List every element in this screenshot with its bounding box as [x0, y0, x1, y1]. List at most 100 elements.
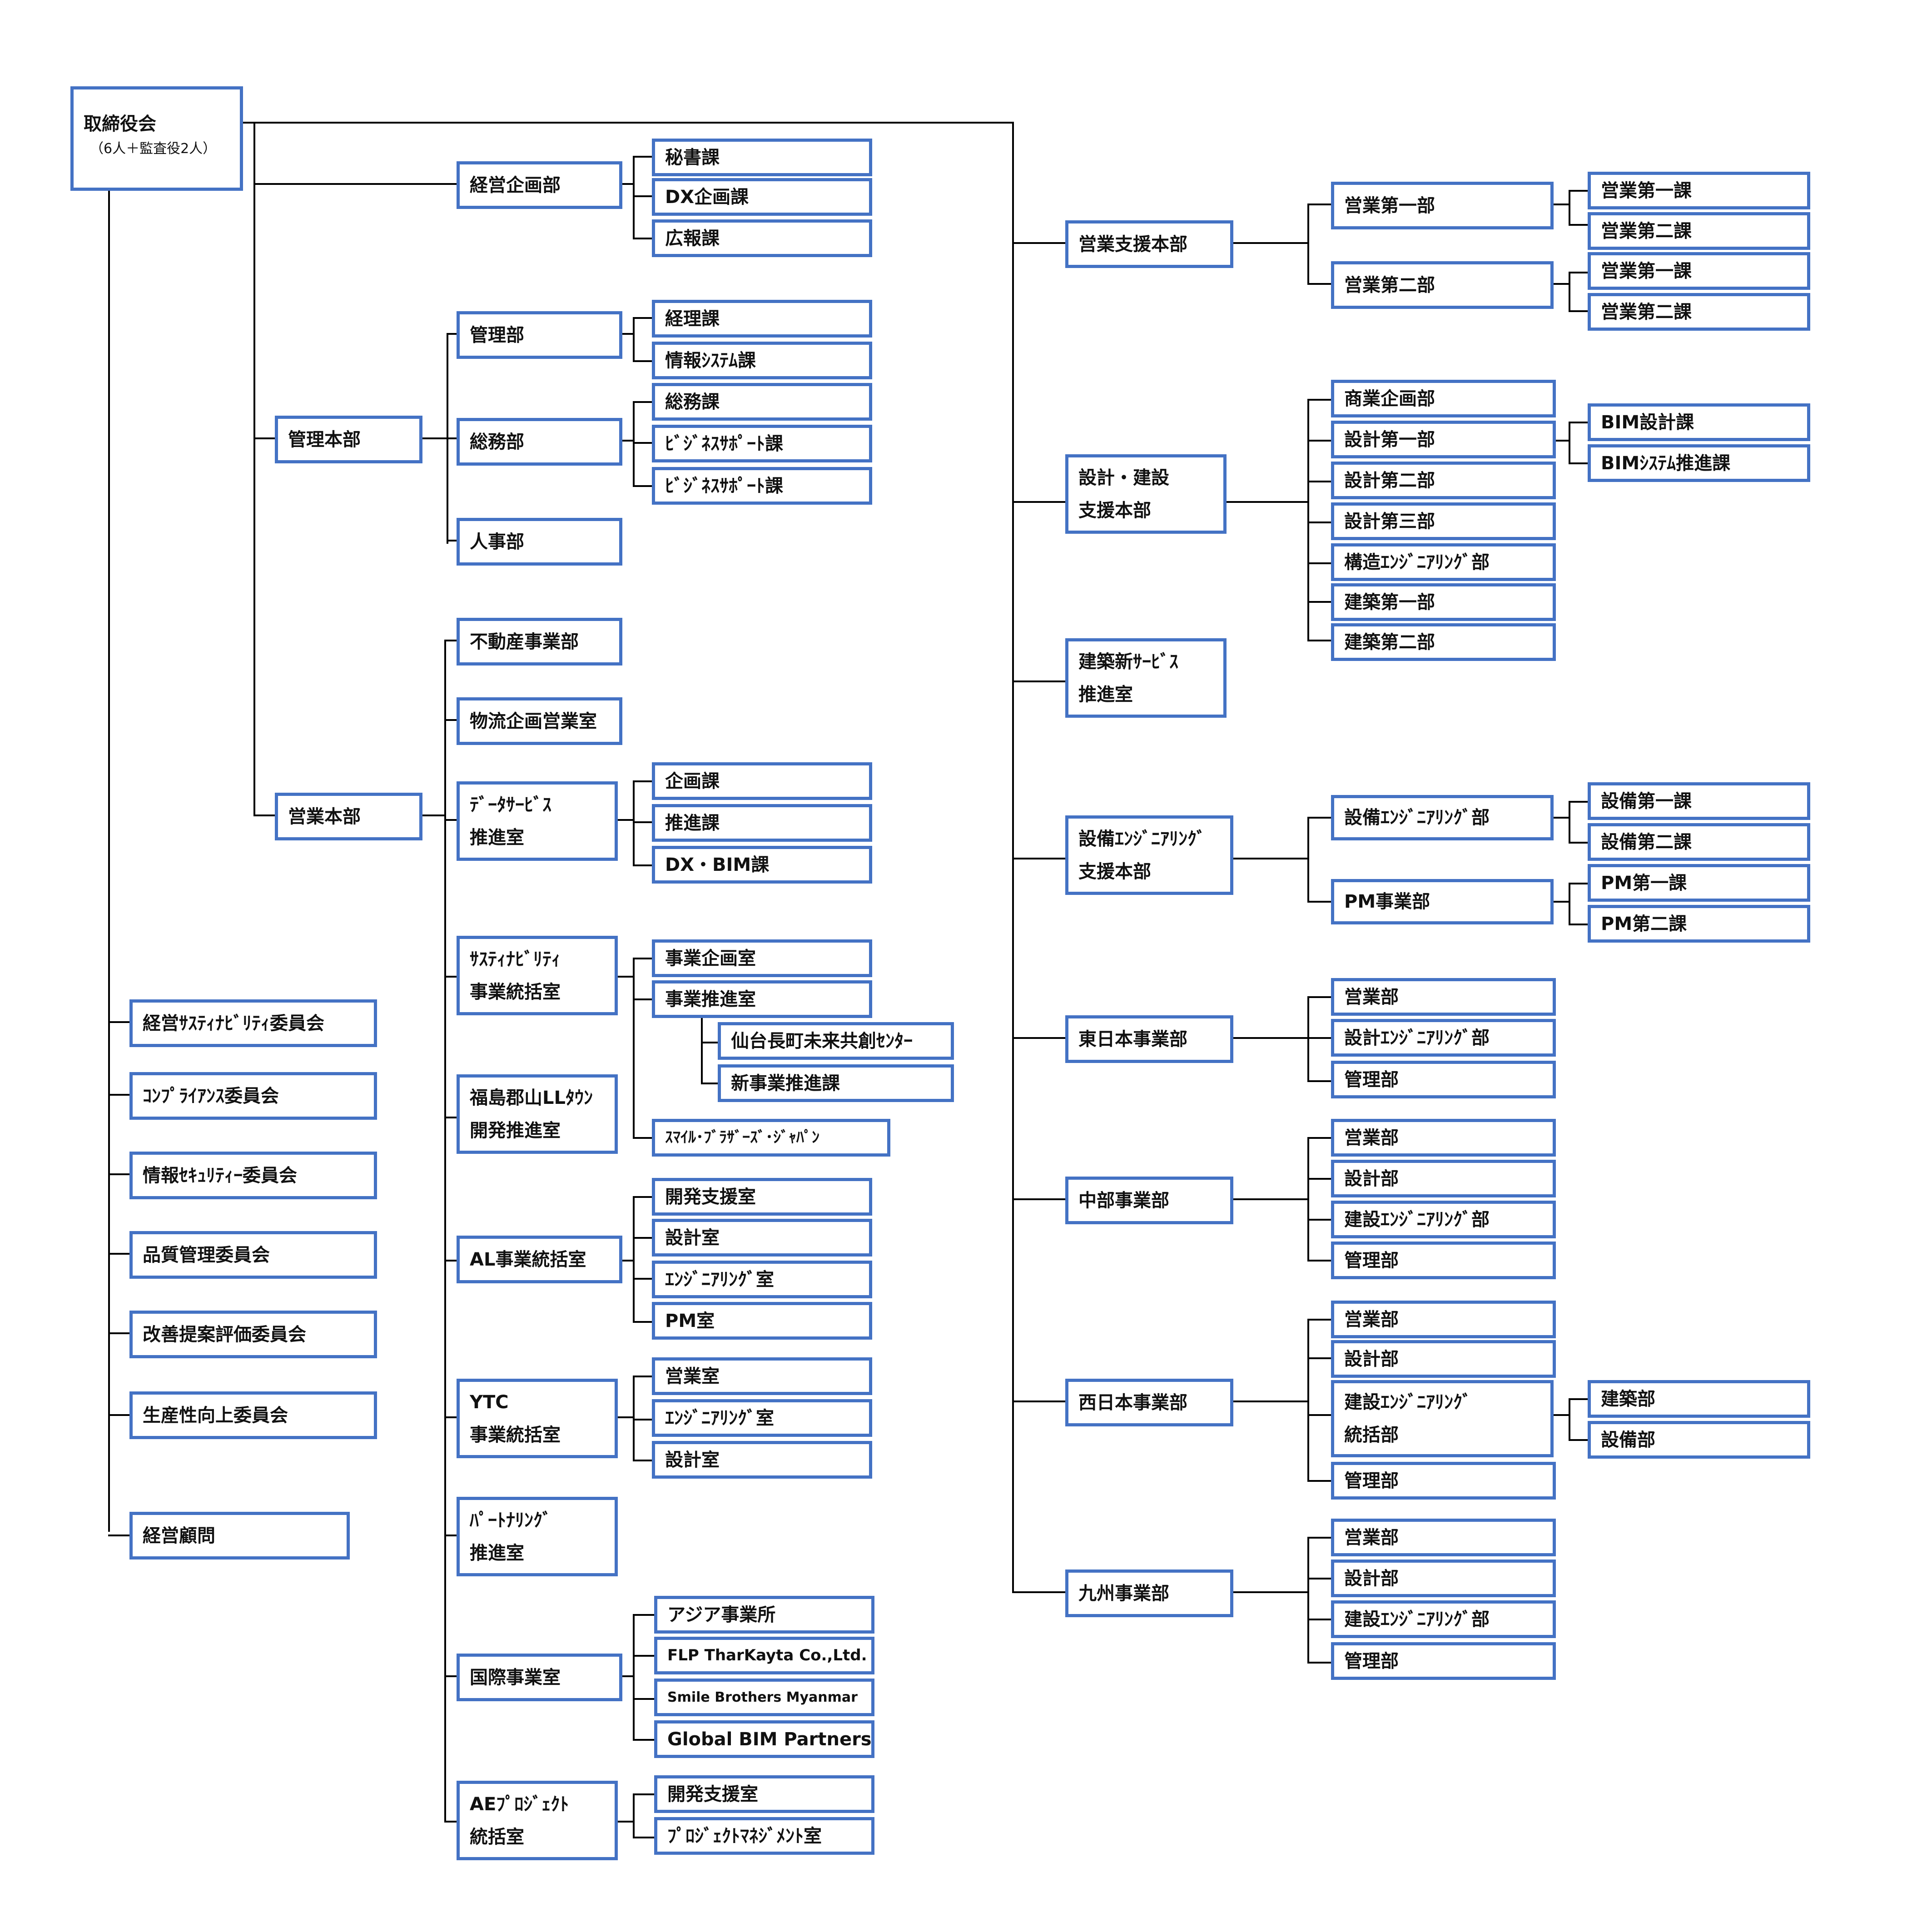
box-ae-pm: ﾌﾟﾛｼﾞｪｸﾄﾏﾈｼﾞﾒﾝﾄ室	[654, 1817, 874, 1855]
box-al-engineering: ｴﾝｼﾞﾆｱﾘﾝｸﾞ室	[652, 1261, 872, 1298]
box-sekkei-dai2: 設計第二部	[1331, 462, 1556, 499]
box-data-service: ﾃﾞｰﾀｻｰﾋﾞｽ 推進室	[457, 781, 618, 861]
box-smile-myanmar: Smile Brothers Myanmar	[654, 1679, 874, 1716]
box-al-pm: PM室	[652, 1302, 872, 1340]
box-pm-jigyo: PM事業部	[1331, 879, 1554, 924]
box-setsubi-ka2: 設備第二課	[1588, 823, 1810, 861]
box-nishi-kanri: 管理部	[1331, 1462, 1556, 1500]
box-partnering: ﾊﾟｰﾄﾅﾘﾝｸﾞ 推進室	[457, 1497, 618, 1576]
box-ytc-sekkei: 設計室	[652, 1441, 872, 1479]
box-ytc-engineering: ｴﾝｼﾞﾆｱﾘﾝｸﾞ室	[652, 1399, 872, 1437]
box-board: 取締役会 （6人＋監査役2人）	[70, 86, 243, 191]
box-setsubi-ka1: 設備第一課	[1588, 782, 1810, 820]
box-committee-sustain: 経営ｻｽﾃｨﾅﾋﾞﾘﾃｨ委員会	[129, 999, 377, 1047]
box-ae-project: AEﾌﾟﾛｼﾞｪｸﾄ 統括室	[457, 1781, 618, 1860]
box-suishin-ka: 推進課	[652, 804, 872, 842]
box-higashi-sekkei-eng: 設計ｴﾝｼﾞﾆｱﾘﾝｸﾞ部	[1331, 1019, 1556, 1057]
box-chubu-kensetsu-eng: 建設ｴﾝｼﾞﾆｱﾘﾝｸﾞ部	[1331, 1201, 1556, 1238]
box-eigyo-dai2-bu: 営業第二部	[1331, 261, 1554, 309]
box-committee-productivity: 生産性向上委員会	[129, 1391, 377, 1439]
box-flp: FLP TharKayta Co.,Ltd.	[654, 1637, 874, 1674]
box-nishi-eigyo: 営業部	[1331, 1301, 1556, 1338]
box-al: AL事業統括室	[457, 1236, 622, 1283]
box-fukushima: 福島郡山LLﾀｳﾝ 開発推進室	[457, 1074, 618, 1154]
box-advisor: 経営顧問	[129, 1512, 350, 1560]
box-nishi-sekkei: 設計部	[1331, 1340, 1556, 1378]
box-sendai: 仙台長町未来共創ｾﾝﾀｰ	[718, 1022, 954, 1060]
box-business-support-1: ﾋﾞｼﾞﾈｽｻﾎﾟｰﾄ課	[652, 425, 872, 462]
box-committee-quality: 品質管理委員会	[129, 1231, 377, 1279]
box-eigyo1-ka1: 営業第一課	[1588, 172, 1810, 209]
box-higashi: 東日本事業部	[1065, 1015, 1233, 1063]
box-koho: 広報課	[652, 219, 872, 257]
box-chubu-eigyo: 営業部	[1331, 1119, 1556, 1157]
box-shogyo-kikaku: 商業企画部	[1331, 380, 1556, 417]
box-somu-ka: 総務課	[652, 383, 872, 421]
box-bim-system: BIMｼｽﾃﾑ推進課	[1588, 444, 1810, 482]
board-title: 取締役会	[84, 114, 156, 134]
box-keiri: 経理課	[652, 300, 872, 338]
box-setsubi-eng-bu: 設備ｴﾝｼﾞﾆｱﾘﾝｸﾞ部	[1331, 795, 1554, 840]
box-dx-kikaku: DX企画課	[652, 178, 872, 216]
box-hisho: 秘書課	[652, 139, 872, 176]
box-chubu-kanri: 管理部	[1331, 1242, 1556, 1279]
box-al-kaihatsu: 開発支援室	[652, 1178, 872, 1216]
box-kyushu-kanri: 管理部	[1331, 1642, 1556, 1680]
box-higashi-kanri: 管理部	[1331, 1061, 1556, 1098]
box-business-support-2: ﾋﾞｼﾞﾈｽｻﾎﾟｰﾄ課	[652, 467, 872, 505]
box-kozo-engineering: 構造ｴﾝｼﾞﾆｱﾘﾝｸﾞ部	[1331, 543, 1556, 581]
box-pm-ka1: PM第一課	[1588, 864, 1810, 902]
box-global-bim: Global BIM Partners	[654, 1720, 874, 1758]
box-shin-jigyo: 新事業推進課	[718, 1064, 954, 1102]
box-joho-system: 情報ｼｽﾃﾑ課	[652, 342, 872, 379]
box-kanri-honbu: 管理本部	[275, 416, 422, 463]
box-kenchiku-dai2: 建築第二部	[1331, 623, 1556, 661]
box-sekkei-dai3: 設計第三部	[1331, 502, 1556, 540]
box-eigyo2-ka2: 営業第二課	[1588, 293, 1810, 331]
box-jigyo-suishin: 事業推進室	[652, 980, 872, 1018]
box-smile-japan: ｽﾏｲﾙ･ﾌﾞﾗｻﾞｰｽﾞ･ｼﾞｬﾊﾟﾝ	[652, 1119, 890, 1157]
box-higashi-eigyo: 営業部	[1331, 978, 1556, 1016]
box-kokusai: 国際事業室	[457, 1654, 622, 1701]
box-nishi-kensetsu-eng: 建設ｴﾝｼﾞﾆｱﾘﾝｸﾞ 統括部	[1331, 1380, 1554, 1457]
box-kyushu-sekkei: 設計部	[1331, 1560, 1556, 1597]
box-al-sekkei: 設計室	[652, 1219, 872, 1257]
box-eigyo-shien: 営業支援本部	[1065, 220, 1233, 268]
box-jigyo-kikaku: 事業企画室	[652, 939, 872, 977]
box-eigyo1-ka2: 営業第二課	[1588, 212, 1810, 250]
box-kikaku-ka: 企画課	[652, 762, 872, 800]
box-kyushu-kensetsu-eng: 建設ｴﾝｼﾞﾆｱﾘﾝｸﾞ部	[1331, 1600, 1556, 1638]
box-jinji-bu: 人事部	[457, 518, 622, 566]
box-fudosan: 不動産事業部	[457, 618, 622, 666]
box-chubu: 中部事業部	[1065, 1177, 1233, 1224]
box-somu-bu: 総務部	[457, 418, 622, 466]
box-chubu-sekkei: 設計部	[1331, 1160, 1556, 1197]
box-ytc-eigyo: 営業室	[652, 1357, 872, 1395]
box-kyushu-eigyo: 営業部	[1331, 1519, 1556, 1556]
box-eigyo2-ka1: 営業第一課	[1588, 252, 1810, 290]
box-ae-kaihatsu: 開発支援室	[654, 1775, 874, 1813]
box-kenchiku-dai1: 建築第一部	[1331, 583, 1556, 621]
box-kenchiku-shin-service: 建築新ｻｰﾋﾞｽ 推進室	[1065, 638, 1227, 718]
box-committee-compliance: ｺﾝﾌﾟﾗｲｱﾝｽ委員会	[129, 1072, 377, 1120]
box-sekkei-kensetsu: 設計・建設 支援本部	[1065, 454, 1227, 534]
box-committee-security: 情報ｾｷｭﾘﾃｨｰ委員会	[129, 1152, 377, 1199]
box-sustain: ｻｽﾃｨﾅﾋﾞﾘﾃｨ 事業統括室	[457, 936, 618, 1015]
box-dx-bim-ka: DX・BIM課	[652, 846, 872, 884]
box-eigyo-dai1-bu: 営業第一部	[1331, 182, 1554, 229]
box-eigyo-honbu: 営業本部	[275, 793, 422, 840]
box-sekkei-dai1: 設計第一部	[1331, 421, 1556, 458]
box-bim-sekkei: BIM設計課	[1588, 403, 1810, 441]
box-asia: アジア事業所	[654, 1596, 874, 1634]
box-keiei-kikaku: 経営企画部	[457, 161, 622, 209]
box-nishi-kenchiku: 建築部	[1588, 1380, 1810, 1418]
box-committee-kaizen: 改善提案評価委員会	[129, 1311, 377, 1358]
box-pm-ka2: PM第二課	[1588, 905, 1810, 943]
box-ytc: YTC 事業統括室	[457, 1379, 618, 1458]
box-nishi-setsubi: 設備部	[1588, 1421, 1810, 1459]
box-kyushu: 九州事業部	[1065, 1569, 1233, 1617]
box-setsubi-eng-shien: 設備ｴﾝｼﾞﾆｱﾘﾝｸﾞ 支援本部	[1065, 815, 1233, 895]
box-kanri-bu: 管理部	[457, 311, 622, 359]
box-butsuryu: 物流企画営業室	[457, 697, 622, 745]
